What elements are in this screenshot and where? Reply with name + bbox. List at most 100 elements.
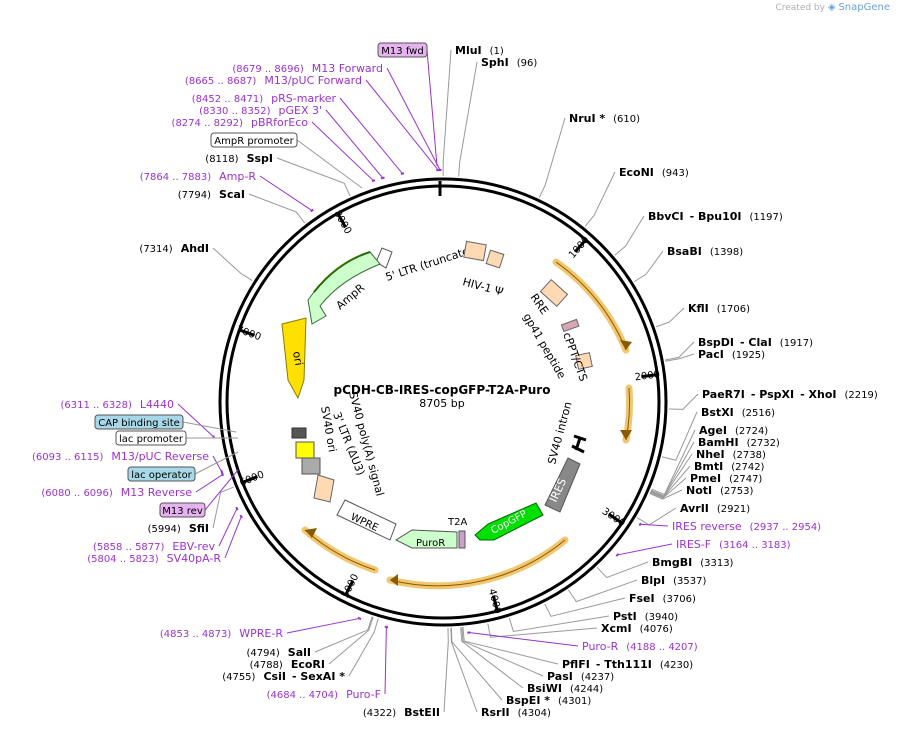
enzyme-leader-line: [544, 597, 626, 617]
enzyme-name: SfiI: [189, 522, 209, 535]
tick-mark: [241, 475, 258, 484]
enzyme-name: BbvCI: [648, 210, 684, 223]
enzyme-leader-line: [348, 618, 379, 677]
enzyme-name: BamHI: [698, 436, 739, 449]
enzyme-position: (5994): [148, 524, 181, 535]
enzyme-site-label: AvrII(2921): [680, 502, 750, 515]
enzyme-site-label: AgeI (2724): [699, 424, 768, 437]
enzyme-position: (2742): [731, 462, 764, 473]
cap-binding-site-label: CAP binding site: [94, 414, 184, 430]
primer-name: Amp-R: [219, 170, 256, 183]
enzyme-site-label: NruI *(610): [569, 112, 640, 125]
primer-name: EBV-rev: [172, 540, 215, 553]
enzyme-position: (943): [662, 168, 689, 179]
enzyme-leader-line: [664, 341, 695, 361]
enzyme-name: BmgBI: [652, 556, 692, 569]
primer-site-label: (8330 .. 8352)pGEX 3': [199, 104, 322, 117]
enzyme-site-label: NheI (2738): [696, 448, 766, 461]
enzyme-site-label: KflI(1706): [688, 302, 750, 315]
tick-mark: [344, 579, 355, 596]
enzyme-name: PstI: [613, 610, 637, 623]
credit-prefix: Created by: [775, 3, 825, 13]
feature-rre: RRE: [528, 278, 569, 317]
enzyme-name: NheI: [696, 448, 725, 461]
orf-arc-lines: [304, 261, 630, 587]
label-leaders: [177, 49, 699, 713]
enzyme-leader-line: [314, 616, 373, 653]
primer-binding-mark: [357, 616, 362, 620]
primer-position: (7864 .. 7883): [140, 172, 212, 183]
primer-name: Puro-F: [346, 688, 381, 701]
backbone-inner-circle: [225, 184, 661, 620]
enzyme-name: NruI *: [569, 112, 605, 125]
primer-position: (8665 .. 8687): [185, 76, 257, 87]
feature-label-hiv1-psi: HIV-1 Ψ: [461, 275, 505, 298]
enzyme-name: BsiWI: [527, 682, 562, 695]
enzyme-position: (3537): [673, 576, 706, 587]
enzyme-leader-line: [634, 250, 664, 283]
enzyme-site-label: (7314)AhdI: [139, 242, 209, 255]
enzyme-site-label: BsaBI(1398): [667, 245, 743, 258]
enzyme-position: (4301): [558, 696, 591, 707]
enzyme-position: (2732): [747, 438, 780, 449]
tick-label: 7000: [235, 324, 263, 343]
lac-promoter-label: lac promoter: [115, 430, 187, 446]
enzyme-name: - Bpu10I: [690, 210, 742, 223]
primer-binding-mark: [638, 522, 642, 527]
tick-label: 3000: [600, 506, 627, 529]
backbone-outer-circle: [218, 177, 668, 627]
primer-leader-line: [468, 632, 579, 647]
enzyme-name: PmeI: [690, 472, 721, 485]
feature-ori: ori: [281, 317, 307, 400]
boxed-label-text: M13 fwd: [381, 46, 423, 57]
primer-leader-line: [365, 79, 439, 171]
enzyme-leader-line: [443, 627, 449, 713]
enzyme-leader-line: [461, 627, 544, 677]
enzyme-leader-line: [538, 117, 566, 198]
enzyme-site-label: (7794)ScaI: [178, 188, 245, 201]
enzyme-position: (4230): [660, 660, 693, 671]
enzyme-site-label: BspEI * (4301): [506, 694, 591, 707]
enzyme-name: BspEI *: [506, 694, 550, 707]
enzyme-site-label: BamHI (2732): [698, 436, 780, 449]
feature-wpre: WPRE: [336, 499, 397, 541]
enzyme-site-label: EcoNI(943): [619, 166, 689, 179]
enzyme-position: (1398): [710, 247, 743, 258]
primer-leader-line: [386, 67, 441, 171]
primer-site-label: (8665 .. 8687)M13/pUC Forward: [185, 74, 362, 87]
enzyme-name: BspDI: [698, 336, 734, 349]
primer-leader-line: [259, 175, 313, 211]
enzyme-site-label: PstI (3940): [613, 610, 678, 623]
enzyme-position: (2921): [717, 504, 750, 515]
tick-label: 6000: [238, 469, 266, 489]
primer-name: L4440: [140, 398, 174, 411]
feature-hiv1-psi: HIV-1 Ψ: [461, 240, 505, 299]
primer-leader-line: [286, 617, 360, 634]
enzyme-position: (2738): [733, 450, 766, 461]
enzyme-name: AgeI: [699, 424, 727, 437]
enzyme-site-label: BbvCI- Bpu10I(1197): [648, 210, 783, 223]
enzyme-name: FseI: [629, 592, 655, 605]
enzyme-site-label: BstXI(2516): [701, 406, 775, 419]
enzyme-leader-line: [276, 157, 351, 197]
tick-label: 1000: [567, 235, 592, 261]
enzyme-leader-line: [460, 627, 524, 689]
enzyme-name: MluI: [455, 44, 482, 57]
primer-binding-mark: [371, 179, 376, 183]
enzyme-site-label: (5994) SfiI: [148, 522, 209, 535]
plasmid-name: pCDH-CB-IRES-copGFP-T2A-Puro: [334, 383, 551, 397]
primer-leader-line: [218, 508, 238, 547]
enzyme-position: (3706): [663, 594, 696, 605]
enzyme-name: AhdI: [181, 242, 209, 255]
tick-mark: [491, 595, 499, 612]
primer-site-label: (5804 .. 5823)SV40pA-R: [87, 552, 221, 565]
feature-ampr: AmpR: [307, 251, 381, 325]
primer-name: SV40pA-R: [167, 552, 222, 565]
enzyme-position: (1925): [732, 350, 765, 361]
enzyme-position: (3940): [645, 612, 678, 623]
primer-site-label: (5858 .. 5877)EBV-rev: [93, 540, 215, 553]
enzyme-position: (2724): [735, 426, 768, 437]
enzyme-position: (8118): [205, 154, 238, 165]
primer-site-label: (4853 .. 4873)WPRE-R: [160, 627, 283, 640]
enzyme-site-label: (8118)SspI: [205, 152, 273, 165]
